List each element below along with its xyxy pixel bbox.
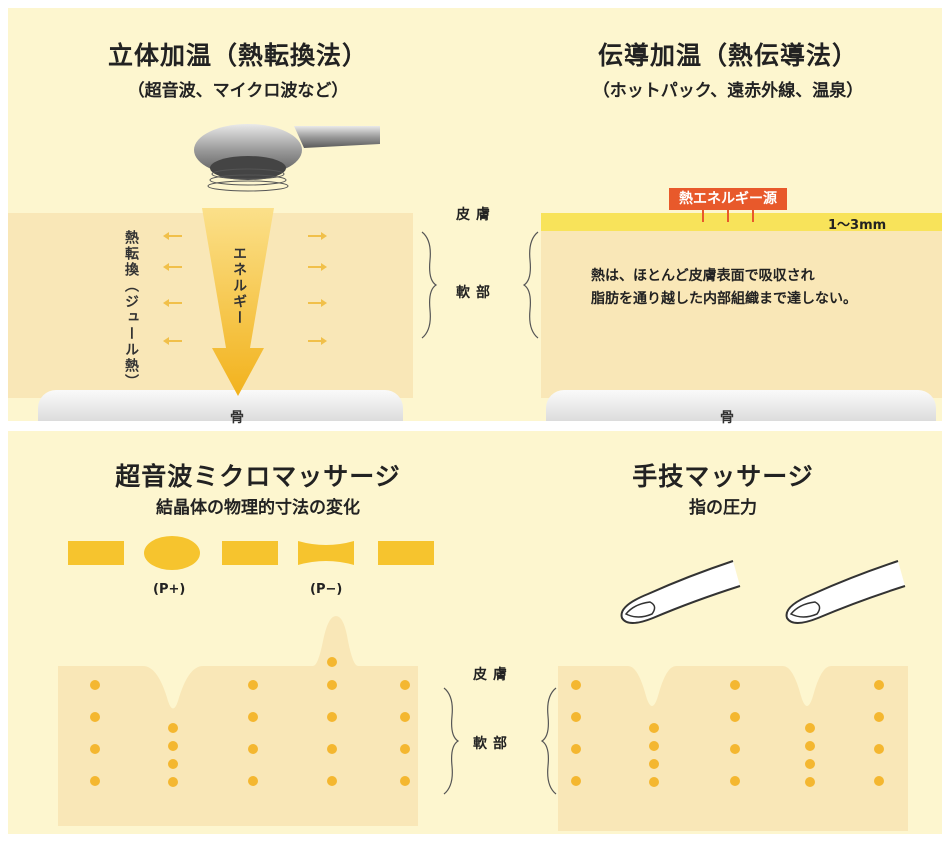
left-brace-icon (421, 231, 438, 339)
finger-icon (620, 560, 741, 624)
particle-dot (571, 744, 581, 754)
particle-dot (168, 741, 178, 751)
manual-massage-subtitle: 指の圧力 (689, 498, 757, 518)
ultrasound-massage-subtitle: 結晶体の物理的寸法の変化 (156, 498, 360, 518)
particle-dot (805, 777, 815, 787)
particle-dot (168, 723, 178, 733)
description-line-2: 脂肪を通り越した内部組織まで達しない。 (591, 291, 857, 307)
particle-dot (90, 680, 100, 690)
particle-dot (805, 723, 815, 733)
heat-arrow (163, 263, 182, 271)
right-soft-tissue (541, 213, 942, 398)
crystal-shape (68, 541, 124, 565)
heat-arrow (308, 299, 327, 307)
crystal-compressed-shape (298, 541, 354, 565)
heat-arrow (702, 210, 704, 222)
particle-dot (168, 759, 178, 769)
skin-label: 皮膚 (456, 207, 496, 223)
particle-dot (327, 776, 337, 786)
heat-arrow (308, 337, 327, 345)
particle-dot (805, 741, 815, 751)
particle-dot (248, 680, 258, 690)
left-bone-label: 骨 (230, 410, 244, 426)
left-brace-icon (443, 687, 460, 795)
particle-dot (805, 759, 815, 769)
crystal-shape (378, 541, 434, 565)
particle-dot (327, 744, 337, 754)
heat-source-label: 熱エネルギー源 (669, 188, 787, 210)
particle-dot (248, 776, 258, 786)
energy-label: エネルギー (231, 246, 247, 326)
ultrasound-probe-icon (194, 124, 380, 192)
right-massage-tissue (558, 666, 908, 831)
particle-dot (874, 744, 884, 754)
particle-dot (327, 657, 337, 667)
right-brace-icon (540, 687, 557, 795)
particle-dot (649, 759, 659, 769)
particle-dot (248, 712, 258, 722)
crystal-expanded-shape (144, 536, 200, 570)
particle-dot (400, 712, 410, 722)
left-massage-tissue (58, 616, 418, 826)
manual-massage-title: 手技マッサージ (632, 462, 814, 491)
depth-label: 1〜3mm (828, 218, 887, 233)
heat-arrow (308, 263, 327, 271)
right-bone (546, 390, 936, 421)
heat-arrow (163, 299, 182, 307)
ultrasound-massage-title: 超音波ミクロマッサージ (115, 462, 401, 491)
particle-dot (400, 680, 410, 690)
particle-dot (90, 712, 100, 722)
conversion-heating-title: 立体加温（熱転換法） (107, 41, 368, 70)
finger-icon (785, 560, 906, 624)
soft-tissue-label: 軟部 (456, 285, 496, 301)
particle-dot (571, 712, 581, 722)
heat-arrow (163, 232, 182, 240)
particle-dot (874, 680, 884, 690)
particle-dot (327, 712, 337, 722)
particle-dot (248, 744, 258, 754)
skin-surface-layer (541, 213, 942, 231)
particle-dot (90, 744, 100, 754)
conversion-heating-subtitle: （超音波、マイクロ波など） (127, 81, 349, 101)
conduction-heating-title: 伝導加温（熱伝導法） (597, 41, 858, 70)
bottom-panel: 超音波ミクロマッサージ 結晶体の物理的寸法の変化 手技マッサージ 指の圧力 (P… (8, 431, 942, 834)
particle-dot (649, 741, 659, 751)
left-bone (38, 390, 403, 421)
particle-dot (327, 680, 337, 690)
particle-dot (400, 776, 410, 786)
heat-arrow (752, 210, 754, 222)
particle-dot (730, 744, 740, 754)
heat-arrow (308, 232, 327, 240)
soft-tissue-label: 軟部 (473, 736, 513, 752)
particle-dot (90, 776, 100, 786)
particle-dot (571, 776, 581, 786)
particle-dot (874, 776, 884, 786)
heat-arrow (727, 210, 729, 222)
particle-dot (649, 723, 659, 733)
particle-dot (730, 712, 740, 722)
particle-dot (874, 712, 884, 722)
energy-beam-arrow (202, 208, 274, 396)
particle-dot (730, 680, 740, 690)
particle-dot (571, 680, 581, 690)
p-plus-label: (P+) (153, 582, 186, 597)
crystal-shape (222, 541, 278, 565)
particle-dot (168, 777, 178, 787)
particle-dot (730, 776, 740, 786)
heat-arrow (163, 337, 182, 345)
joule-heat-label: 熱転換（ジュール熱） (123, 230, 139, 390)
top-panel: 立体加温（熱転換法） （超音波、マイクロ波など） 伝導加温（熱伝導法） （ホット… (8, 8, 942, 426)
skin-label: 皮膚 (473, 667, 513, 683)
particle-dot (649, 777, 659, 787)
description-line-1: 熱は、ほとんど皮膚表面で吸収され (591, 268, 815, 284)
right-bone-label: 骨 (720, 410, 734, 426)
p-minus-label: (P−) (310, 582, 343, 597)
right-brace-icon (522, 231, 539, 339)
particle-dot (400, 744, 410, 754)
conduction-heating-subtitle: （ホットパック、遠赤外線、温泉） (592, 81, 864, 101)
